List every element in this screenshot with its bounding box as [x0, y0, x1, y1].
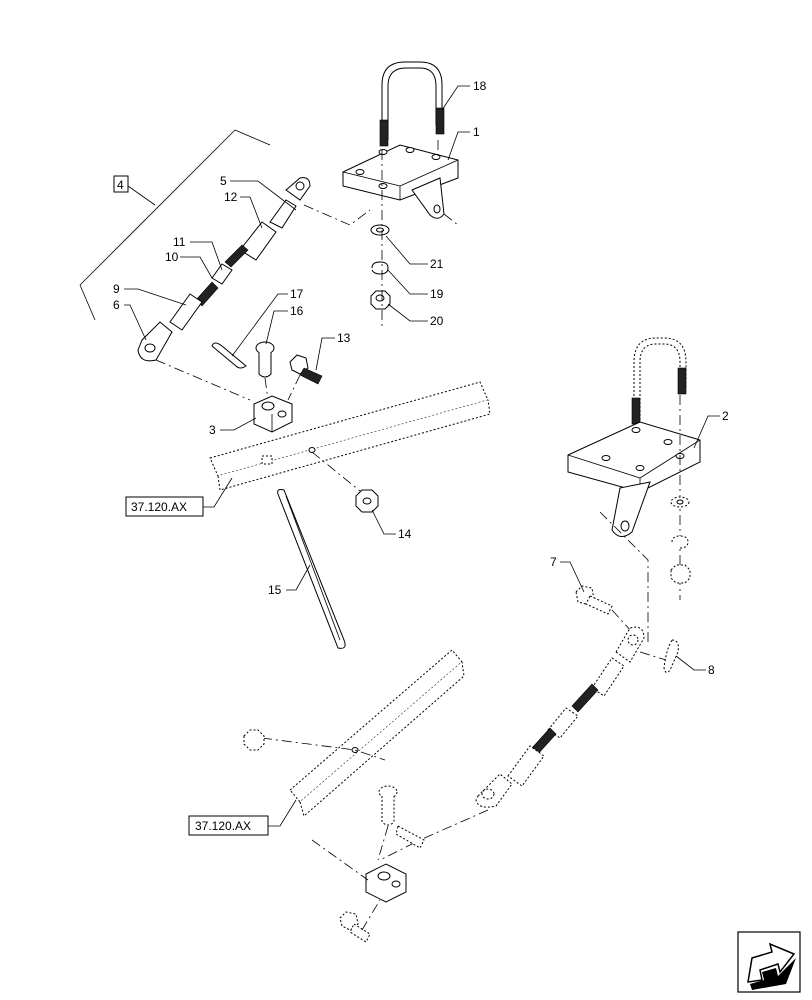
nut-lower-beam — [243, 729, 265, 751]
callout-2: 2 — [722, 409, 729, 423]
callout-3: 3 — [209, 423, 216, 437]
callout-13: 13 — [337, 331, 351, 345]
callout-8: 8 — [708, 663, 715, 677]
bolt-7 — [575, 585, 613, 615]
r-clip-8 — [663, 639, 679, 674]
callout-12: 12 — [224, 190, 238, 204]
callout-18: 18 — [473, 79, 487, 93]
callout-6: 6 — [113, 298, 120, 312]
callout-4: 4 — [117, 178, 124, 192]
assembly-group-bracket — [79, 129, 271, 321]
bracket-2 — [567, 337, 701, 537]
next-page-arrow-icon[interactable] — [737, 931, 801, 993]
ref-label-lower: 37.120.AX — [195, 819, 251, 833]
callout-10: 10 — [165, 250, 179, 264]
lock-washer-19 — [371, 261, 389, 275]
turnbuckle-upper — [137, 177, 311, 362]
clevis-pin-16 — [255, 341, 275, 378]
bolt-13 — [289, 354, 323, 385]
clevis-pin-lower — [378, 785, 398, 826]
callout-9: 9 — [113, 282, 120, 296]
callout-5: 5 — [220, 174, 227, 188]
ref-box-upper[interactable]: 37.120.AX — [125, 496, 204, 517]
callout-11: 11 — [173, 235, 186, 249]
turnbuckle-lower — [475, 626, 645, 808]
callout-16: 16 — [290, 304, 304, 318]
callout-19: 19 — [430, 287, 444, 301]
callout-15: 15 — [268, 583, 282, 597]
callout-14: 14 — [398, 527, 412, 541]
bracket-1 — [342, 61, 459, 226]
callout-20: 20 — [430, 314, 444, 328]
bolt-lower — [339, 911, 371, 943]
callouts: 18 1 5 12 11 10 9 6 17 16 13 21 19 20 3 … — [113, 79, 729, 677]
link-rod-15 — [277, 489, 346, 649]
ref-box-lower[interactable]: 37.120.AX — [188, 815, 269, 836]
leader-lines — [124, 85, 720, 827]
callout-17: 17 — [290, 287, 304, 301]
cotter-pin-lower — [395, 825, 425, 849]
nut-14 — [355, 489, 379, 513]
callout-21: 21 — [430, 257, 444, 271]
cotter-pin-17 — [211, 342, 247, 369]
nut-20 — [370, 290, 391, 310]
beam-upper — [209, 381, 491, 491]
nut-lower — [670, 564, 691, 584]
clamp-lower — [365, 863, 407, 903]
washer-lower — [670, 496, 690, 508]
ref-label-upper: 37.120.AX — [131, 500, 187, 514]
washer-21 — [370, 224, 390, 236]
callout-1: 1 — [473, 125, 480, 139]
clamp-3 — [253, 395, 293, 433]
callout-7: 7 — [550, 555, 557, 569]
assembly-callout-box — [113, 175, 129, 193]
lock-washer-lower — [671, 535, 689, 549]
beam-lower — [289, 649, 465, 817]
